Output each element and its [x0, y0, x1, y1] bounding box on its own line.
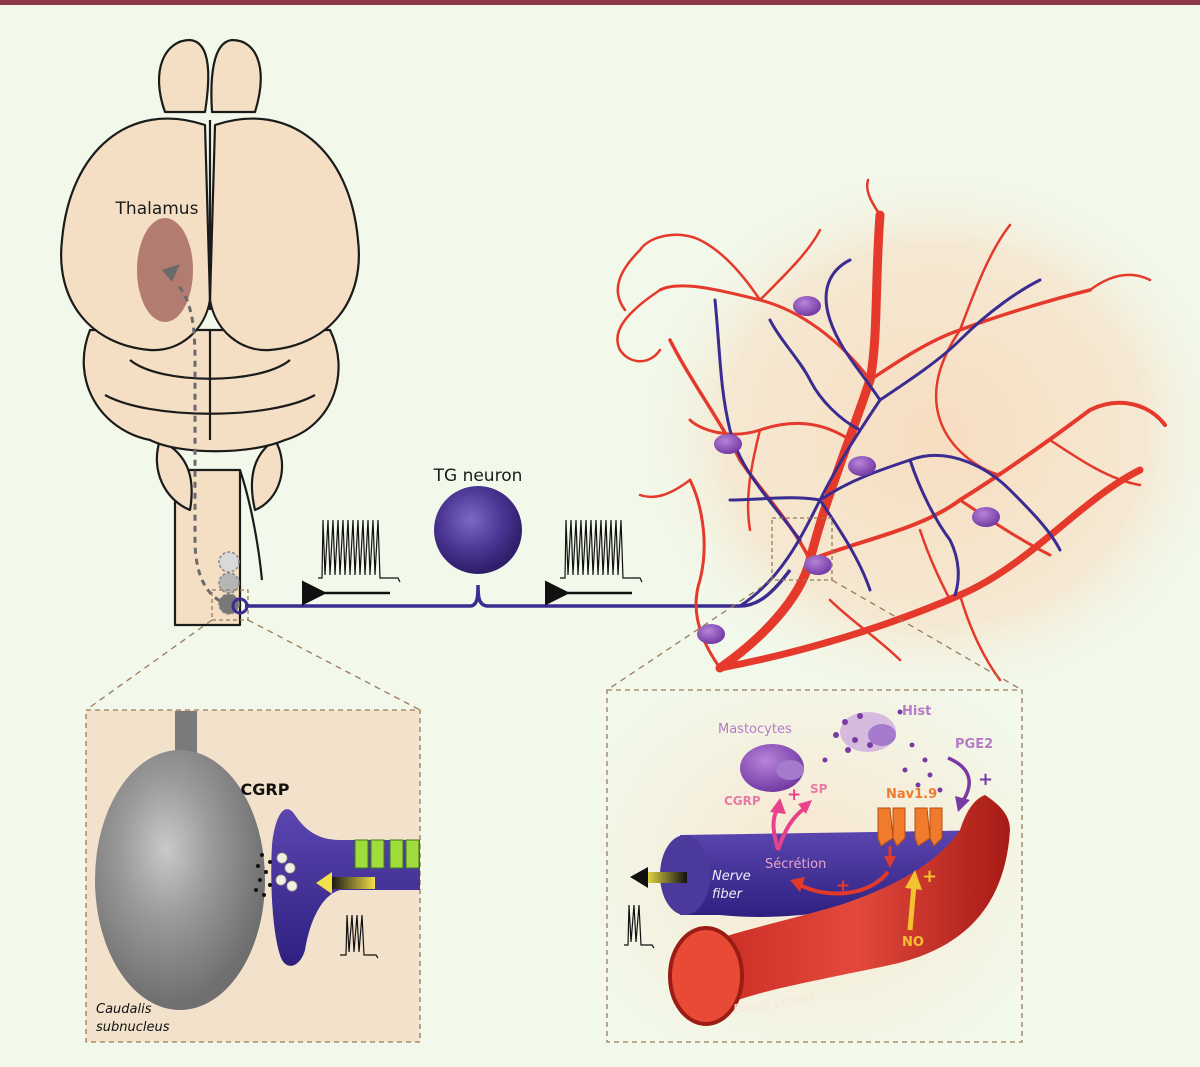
nav-channels-left: [354, 839, 420, 869]
left-inset-arrow-shaft: [330, 877, 375, 889]
cgrp-label-right: CGRP: [724, 794, 761, 808]
feedback-plus: +: [836, 876, 850, 896]
zoom-guides: [85, 579, 1023, 711]
top-bar: [0, 0, 1200, 5]
sp-secretion-arrow: [776, 806, 807, 851]
tissue-glow: [635, 165, 1200, 705]
olfactory-bulb-right: [210, 38, 262, 114]
caudalis-label-line1: Caudalis: [96, 1002, 152, 1017]
cgrp-secretion-arrowhead: [770, 798, 786, 814]
cerebellum: [82, 328, 340, 453]
pge2-label: PGE2: [955, 737, 993, 752]
histamine-granules: [822, 709, 943, 793]
caudalis-nuclei: [218, 551, 240, 615]
right-inset-spikes: [624, 904, 655, 949]
right-zoom-box: [771, 517, 833, 581]
secretion-plus: +: [787, 785, 801, 805]
no-arrow: [907, 884, 917, 931]
hemisphere-left: [60, 117, 212, 352]
tg-axon: [245, 568, 792, 608]
tg-neuron-label: TG neuron: [433, 466, 523, 486]
spike-train-right: [560, 519, 643, 583]
left-inset-spikes: [340, 914, 379, 959]
feedback-arrow: [799, 870, 890, 896]
right-inset: Blood vessel Mastocytes Hist PGE2 + CGRP…: [606, 689, 1023, 1043]
hemisphere-right: [208, 117, 360, 352]
sp-label: SP: [810, 782, 828, 796]
sp-secretion-arrowhead: [798, 800, 812, 814]
medulla-left: [155, 438, 193, 512]
nerve-fiber-label-line2: fiber: [712, 887, 744, 902]
nerve-fiber-label-line1: Nerve: [712, 869, 751, 884]
tg-neuron-soma: [434, 486, 522, 574]
caudalis-label-line2: subnucleus: [96, 1020, 170, 1035]
no-plus: +: [922, 866, 937, 887]
tissue-mast-cells: [697, 296, 1000, 644]
vesicles: [275, 852, 298, 892]
thalamus-label: Thalamus: [115, 199, 199, 219]
spike-train-left: [318, 519, 401, 583]
cgrp-molecules: [254, 853, 272, 897]
right-inset-arrowhead: [630, 867, 648, 888]
mast-cell-nucleus: [776, 760, 804, 780]
blood-vessel-lumen: [668, 926, 744, 1026]
blood-vessel: [700, 795, 1010, 1005]
degranulating-nucleus: [868, 724, 896, 746]
secretion-label: Sécrétion: [765, 857, 826, 872]
brain: [60, 38, 360, 627]
no-label: NO: [902, 935, 924, 950]
nav19-channels: [877, 807, 943, 847]
second-order-neuron-soma: [95, 750, 265, 1010]
feedback-arrowhead: [790, 877, 805, 892]
olfactory-bulb-left: [157, 38, 210, 114]
left-inset-arrowhead: [316, 872, 332, 894]
left-inset: CGRP Caudalis subnucleus: [85, 709, 421, 1043]
right-inset-arrow-shaft: [645, 872, 687, 883]
pge2-plus: +: [978, 769, 993, 790]
tissue-nerve-fibers: [713, 258, 1062, 608]
nav19-label: Nav1.9: [886, 787, 937, 802]
medulla-right: [250, 438, 284, 512]
axon-terminal: [231, 597, 249, 615]
pathway-arrowhead: [162, 264, 180, 282]
no-arrowhead: [905, 870, 922, 890]
nav-current-arrowhead: [884, 856, 896, 868]
cgrp-label-left: CGRP: [241, 780, 290, 799]
pge2-arrowhead: [955, 796, 970, 812]
hist-label: Hist: [902, 704, 931, 719]
mastocytes-label: Mastocytes: [718, 722, 792, 737]
mast-cell-large: [740, 744, 804, 792]
projection-pathway: [176, 284, 231, 607]
